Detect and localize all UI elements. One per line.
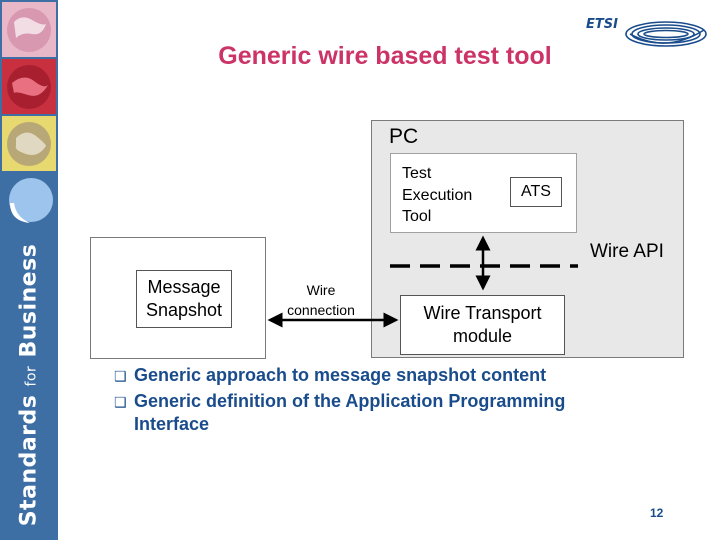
- wire-conn-line2: connection: [287, 302, 355, 318]
- test-execution-tool-label: Test Execution Tool: [402, 163, 502, 228]
- pc-label: PC: [389, 125, 419, 148]
- message-label-line1: Message: [147, 277, 221, 297]
- exec-label-line3: Tool: [402, 208, 432, 225]
- globe-tile-red: [2, 59, 56, 114]
- page-number: 12: [650, 506, 664, 520]
- sidebar-band: Standards for Business: [0, 0, 58, 540]
- ats-box: ATS: [510, 177, 562, 207]
- exec-label-line2: Execution: [402, 186, 473, 204]
- wire-api-label: Wire API: [590, 241, 664, 262]
- logo-text: ETSI: [586, 17, 618, 32]
- globe-tile-blue: [2, 173, 56, 228]
- etsi-logo-icon: [625, 21, 707, 47]
- wire-conn-line1: Wire: [306, 282, 336, 298]
- wire-transport-module-box: Wire Transport module: [400, 295, 565, 355]
- globe-tile-yellow: [2, 116, 56, 171]
- transport-label-line1: Wire Transport: [423, 303, 542, 323]
- transport-label-line2: module: [452, 326, 513, 346]
- bullet-text: Generic definition of the Application Pr…: [134, 390, 566, 435]
- slide-title: Generic wire based test tool: [218, 42, 552, 70]
- sidebar-slogan-end: Business: [16, 243, 42, 358]
- sidebar-slogan-main: Standards: [16, 394, 42, 527]
- checkbox-bullet-icon: ❑: [114, 369, 127, 385]
- globe-tile-pink: [2, 2, 56, 57]
- sidebar-slogan-small: for: [23, 365, 40, 387]
- wire-connection-label: Wire connection: [278, 280, 364, 320]
- checkbox-bullet-icon: ❑: [114, 394, 127, 411]
- exec-label-line1: Test: [402, 165, 432, 182]
- bullet-list: ❑ Generic approach to message snapshot c…: [114, 364, 644, 437]
- bullet-item: ❑ Generic definition of the Application …: [114, 390, 644, 437]
- message-snapshot-box: Message Snapshot: [136, 270, 232, 328]
- bullet-item: ❑ Generic approach to message snapshot c…: [114, 364, 644, 390]
- ats-label: ATS: [521, 183, 551, 200]
- message-label-line2: Snapshot: [145, 300, 223, 320]
- bullet-text: Generic approach to message snapshot con…: [134, 365, 547, 385]
